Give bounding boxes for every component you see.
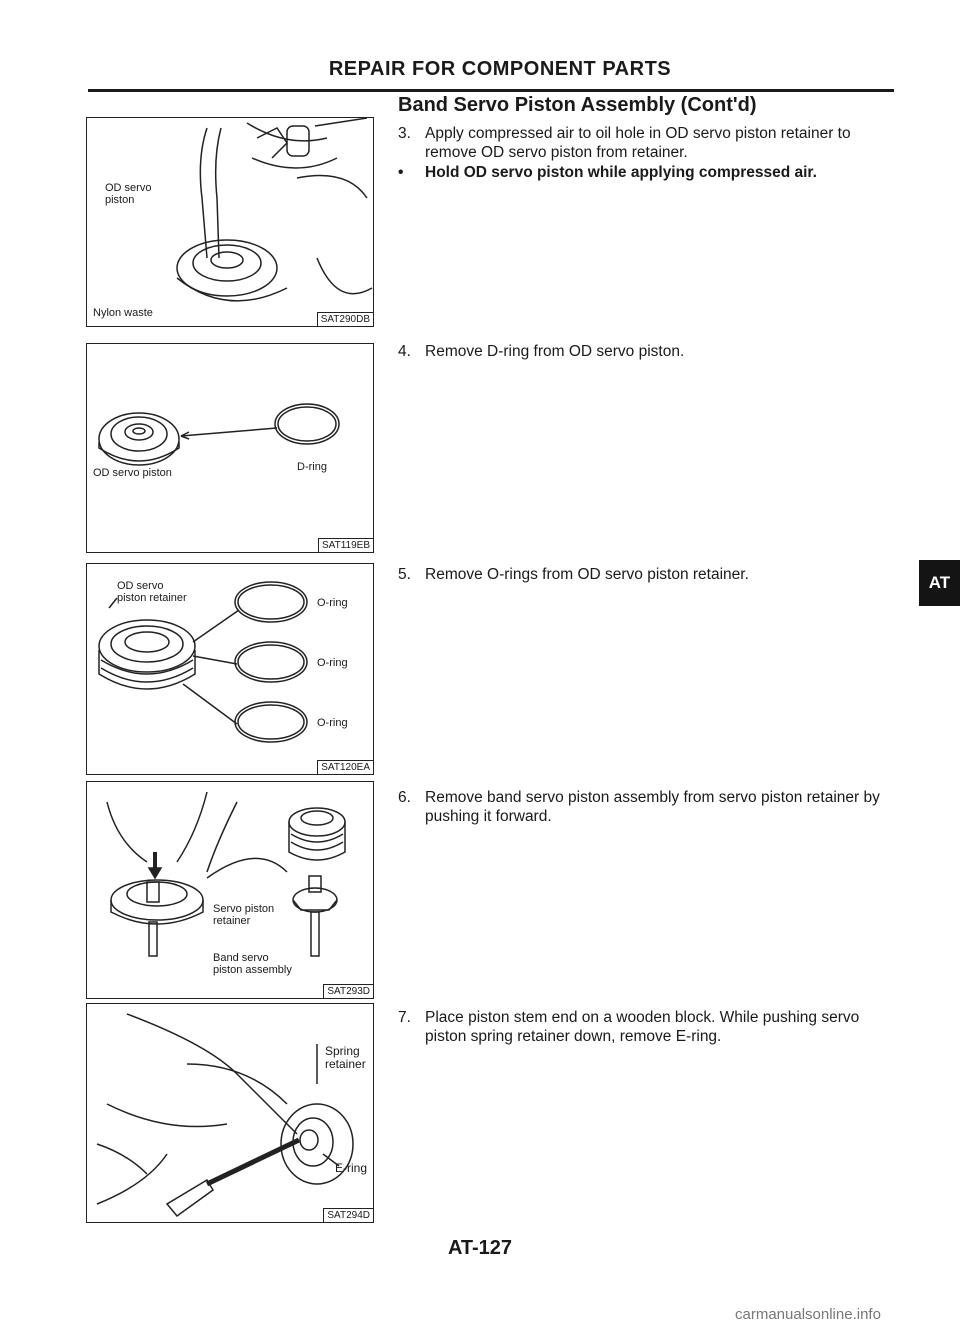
label-piston: piston (105, 194, 135, 206)
step-number: 5. (398, 566, 411, 583)
figure-code: SAT294D (323, 1208, 373, 1222)
label-o-ring-1: O-ring (317, 597, 348, 609)
figure-code: SAT120EA (317, 760, 373, 774)
step-3: 3. Apply compressed air to oil hole in O… (398, 124, 898, 162)
label-d-ring: D-ring (297, 461, 327, 473)
band-servo-illustration (106, 791, 346, 957)
label-o-ring-3: O-ring (317, 717, 348, 729)
step-number: 6. (398, 789, 411, 806)
label-od-servo-piston: OD servo piston (93, 467, 172, 479)
label-band-servo: Band servo (213, 952, 269, 964)
e-ring-illustration (96, 1013, 354, 1218)
label-o-ring-2: O-ring (317, 657, 348, 669)
step-text: Apply compressed air to oil hole in OD s… (425, 125, 851, 161)
step-number: 3. (398, 125, 411, 142)
d-ring-illustration (98, 403, 340, 466)
label-nylon-waste: Nylon waste (93, 307, 153, 319)
step-7: 7. Place piston stem end on a wooden blo… (398, 1008, 890, 1046)
step-text: Remove D-ring from OD servo piston. (425, 343, 685, 360)
section-tab-at: AT (919, 560, 960, 606)
figure-compressed-air: OD servo piston Nylon waste SAT290DB (86, 117, 374, 327)
note-text: Hold OD servo piston while applying comp… (425, 164, 817, 181)
step-number: 7. (398, 1009, 411, 1026)
step-number: 4. (398, 343, 411, 360)
step-5: 5. Remove O-rings from OD servo piston r… (398, 565, 898, 584)
watermark: carmanualsonline.info (735, 1306, 881, 1323)
page-number: AT-127 (447, 1237, 513, 1259)
label-piston-retainer: piston retainer (117, 592, 187, 604)
step-text: Remove O-rings from OD servo piston reta… (425, 566, 749, 583)
figure-code: SAT290DB (316, 312, 373, 326)
figure-band-servo: Servo piston retainer Band servo piston … (86, 781, 374, 999)
compressed-air-illustration (176, 118, 373, 302)
header-rule (88, 89, 894, 92)
section-title: Band Servo Piston Assembly (Cont'd) (398, 94, 757, 116)
step-6: 6. Remove band servo piston assembly fro… (398, 788, 890, 826)
label-retainer: retainer (213, 915, 251, 927)
page-header: REPAIR FOR COMPONENT PARTS (328, 58, 672, 80)
label-spring: Spring (325, 1044, 360, 1058)
figure-code: SAT119EB (318, 538, 373, 552)
figure-o-rings: OD servo piston retainer O-ring O-ring O… (86, 563, 374, 775)
step-3-note: • Hold OD servo piston while applying com… (398, 164, 817, 182)
step-text: Place piston stem end on a wooden block.… (425, 1009, 860, 1045)
step-text: Remove band servo piston assembly from s… (425, 789, 880, 825)
label-od-servo: OD servo (117, 580, 164, 592)
label-piston-assembly: piston assembly (213, 964, 292, 976)
label-e-ring: E-ring (335, 1161, 368, 1175)
label-retainer: retainer (325, 1057, 366, 1071)
figure-code: SAT293D (323, 984, 373, 998)
bullet-icon: • (398, 164, 404, 181)
o-rings-illustration (98, 581, 308, 743)
label-od-servo: OD servo (105, 182, 152, 194)
figure-e-ring: Spring retainer E-ring SAT294D (86, 1003, 374, 1223)
label-servo-piston: Servo piston (213, 903, 275, 915)
step-4: 4. Remove D-ring from OD servo piston. (398, 342, 898, 361)
figure-d-ring: OD servo piston D-ring SAT119EB (86, 343, 374, 553)
